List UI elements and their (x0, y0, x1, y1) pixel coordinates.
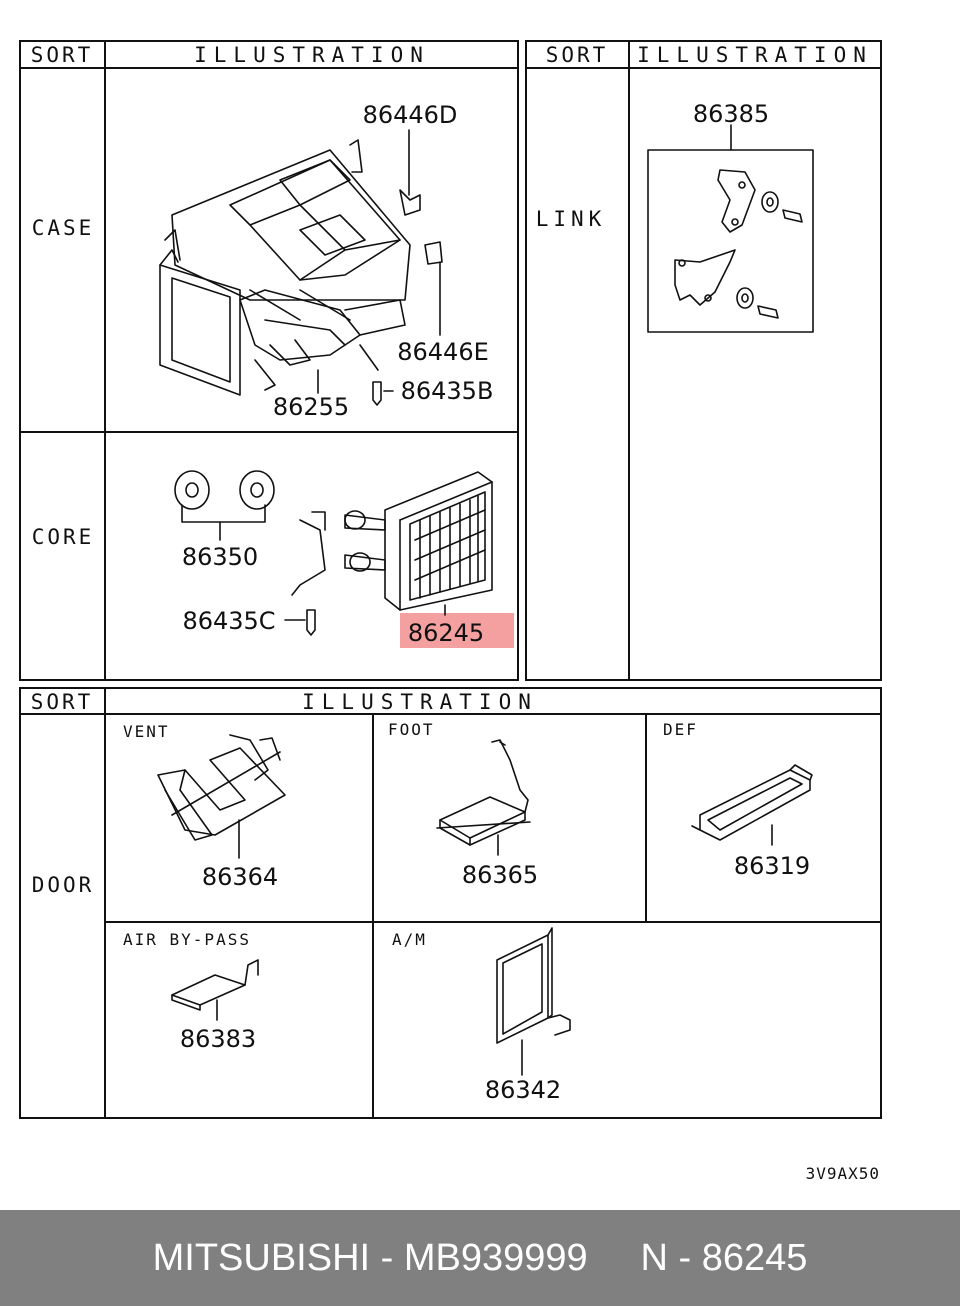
heater-core-drawing (174, 470, 493, 636)
part-label-86365[interactable]: 86365 (462, 861, 538, 889)
sort-label-case: CASE (32, 216, 95, 240)
heater-case-drawing (159, 129, 443, 406)
part-label-86245[interactable]: 86245 (408, 619, 484, 647)
part-label-86446d[interactable]: 86446D (363, 101, 458, 129)
footer-ref: N - 86245 (640, 1236, 808, 1279)
footer-separator: - (370, 1236, 404, 1279)
door-label-def: DEF (663, 720, 698, 739)
door-label-am: A/M (392, 930, 427, 949)
sort-label-link: LINK (536, 207, 607, 231)
footer-part-number: MB939999 (403, 1236, 588, 1279)
part-label-86255[interactable]: 86255 (273, 393, 349, 421)
illustration-header-3: ILLUSTRATION (302, 690, 538, 714)
illustration-header-1: ILLUSTRATION (194, 43, 430, 67)
footer-bar: MITSUBISHI - MB939999 N - 86245 (0, 1210, 960, 1306)
vent-door-drawing (157, 734, 286, 859)
footer-brand: MITSUBISHI (152, 1236, 371, 1279)
part-label-86364[interactable]: 86364 (202, 863, 278, 891)
highlight-box-86245 (400, 613, 514, 648)
part-label-86342[interactable]: 86342 (485, 1076, 561, 1104)
diagram-code: 3V9AX50 (806, 1164, 880, 1183)
am-door-drawing (496, 927, 571, 1076)
part-label-86319[interactable]: 86319 (734, 852, 810, 880)
part-label-86435b[interactable]: 86435B (401, 377, 494, 405)
part-label-86350[interactable]: 86350 (182, 543, 258, 571)
sort-header-3: SORT (31, 690, 94, 714)
footer-gap (588, 1237, 641, 1280)
sort-label-door: DOOR (32, 873, 95, 897)
table-case-core-frame (19, 40, 519, 681)
parts-diagram: SORT ILLUSTRATION SORT ILLUSTRATION SORT… (19, 40, 882, 1183)
table-door-frame (19, 687, 882, 1119)
sort-header-2: SORT (546, 43, 609, 67)
def-door-drawing (691, 764, 813, 846)
sort-header-1: SORT (31, 43, 94, 67)
part-label-86383[interactable]: 86383 (180, 1025, 256, 1053)
sort-label-core: CORE (32, 525, 95, 549)
link-parts-box (647, 149, 814, 333)
part-label-86435c[interactable]: 86435C (182, 607, 275, 635)
door-label-vent: VENT (123, 722, 170, 741)
door-label-foot: FOOT (388, 720, 435, 739)
illustration-header-2: ILLUSTRATION (637, 43, 873, 67)
foot-door-drawing (436, 739, 531, 856)
table-link-frame (525, 40, 882, 681)
air-bypass-door-drawing (171, 959, 259, 1021)
part-label-86446e[interactable]: 86446E (397, 338, 489, 366)
link-drawing (674, 124, 803, 319)
door-label-air-bypass: AIR BY-PASS (123, 930, 251, 949)
part-label-86385[interactable]: 86385 (693, 100, 769, 128)
